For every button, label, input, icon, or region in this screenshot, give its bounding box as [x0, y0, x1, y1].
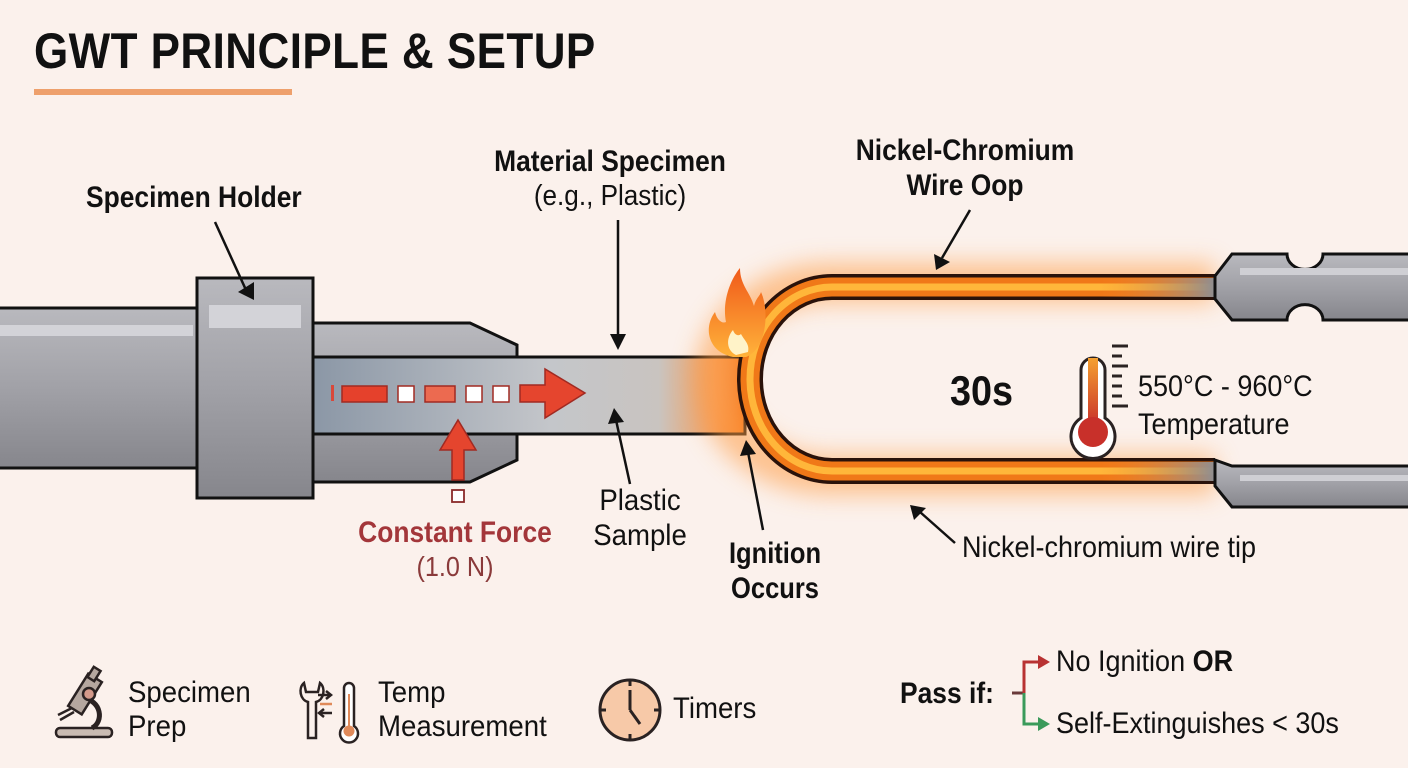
ignition-occurs-label: Ignition Occurs	[700, 536, 850, 607]
pass-option1-or: OR	[1192, 645, 1234, 678]
pass-option-self-extinguishes: Self-Extinguishes < 30s	[1056, 707, 1339, 740]
ignition-line2: Occurs	[731, 572, 819, 606]
footer-item-line2: Prep	[128, 709, 187, 743]
temperature-label: 550°C - 960°C Temperature	[1138, 368, 1332, 443]
wire-loop-label-line2: Wire Oop	[906, 169, 1024, 203]
footer-item-line1: Temp	[378, 676, 446, 709]
lower-electrode	[1213, 457, 1408, 509]
footer-item-line1: Specimen	[128, 676, 251, 709]
pass-criteria-label: Pass if:	[900, 677, 994, 710]
constant-force-value: (1.0 N)	[416, 551, 494, 583]
upper-electrode	[1213, 252, 1408, 322]
pass-option-no-ignition: No Ignition OR	[1056, 644, 1233, 679]
specimen-holder-rod	[0, 306, 202, 470]
temperature-range: 550°C - 960°C	[1138, 370, 1313, 403]
footer-item-text: Temp Measurement	[378, 676, 547, 744]
specimen-holder-label: Specimen Holder	[86, 181, 302, 214]
wire-loop-label-line1: Nickel-Chromium	[855, 134, 1075, 167]
duration-label: 30s	[950, 367, 1014, 414]
leader-arrows	[213, 209, 972, 544]
material-specimen-example: (e.g., Plastic)	[533, 180, 687, 213]
wrench-thermometer-icon	[299, 680, 360, 744]
constant-force-arrow	[331, 367, 587, 503]
plastic-sample-label: Plastic Sample	[560, 483, 720, 554]
wire-tip-label: Nickel-chromium wire tip	[962, 531, 1257, 564]
wire-loop-label: Nickel-Chromium Wire Oop	[830, 133, 1100, 204]
thermometer-icon	[1069, 344, 1128, 460]
specimen-holder-collar	[195, 276, 315, 500]
footer-item-line1: Timers	[673, 692, 757, 725]
footer-item-timers: Timers	[673, 692, 764, 726]
microscope-icon	[54, 665, 114, 739]
material-specimen-label: Material Specimen (e.g., Plastic)	[470, 144, 750, 214]
footer-item-specimen-prep: Specimen Prep	[128, 676, 261, 744]
constant-force-label: Constant Force (1.0 N)	[320, 515, 590, 583]
flame-icon	[708, 268, 766, 357]
pass-option1-text: No Ignition	[1056, 645, 1193, 678]
footer-item-text: Specimen Prep	[128, 676, 251, 744]
clock-icon	[598, 678, 662, 742]
title-underline	[34, 89, 292, 95]
nickel-chromium-wire-loop	[737, 274, 1215, 484]
plastic-sample-line1: Plastic	[599, 484, 681, 517]
temperature-caption: Temperature	[1138, 407, 1290, 441]
footer-item-text: Timers	[673, 692, 756, 726]
footer-item-temp-measurement: Temp Measurement	[378, 676, 561, 744]
page-title: GWT PRINCIPLE & SETUP	[34, 23, 596, 79]
ignition-line1: Ignition	[728, 537, 822, 570]
plastic-sample-line2: Sample	[593, 519, 687, 553]
constant-force-title: Constant Force	[358, 516, 552, 549]
pass-branch-arrows	[1012, 655, 1050, 731]
footer-item-line2: Measurement	[378, 709, 547, 743]
material-specimen-title: Material Specimen	[494, 145, 726, 178]
